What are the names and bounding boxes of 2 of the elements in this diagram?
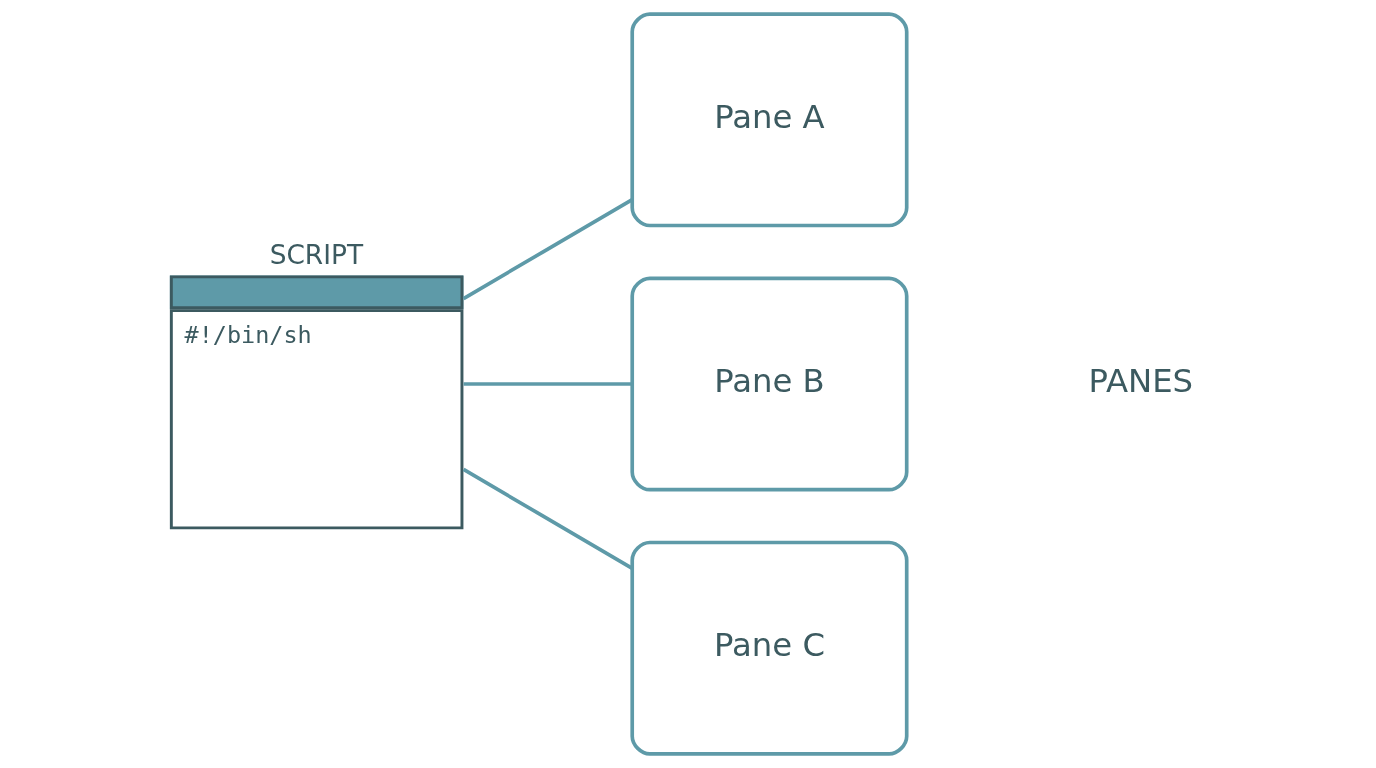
node-label: SCRIPT <box>269 239 364 271</box>
label: PANES <box>1088 362 1194 401</box>
